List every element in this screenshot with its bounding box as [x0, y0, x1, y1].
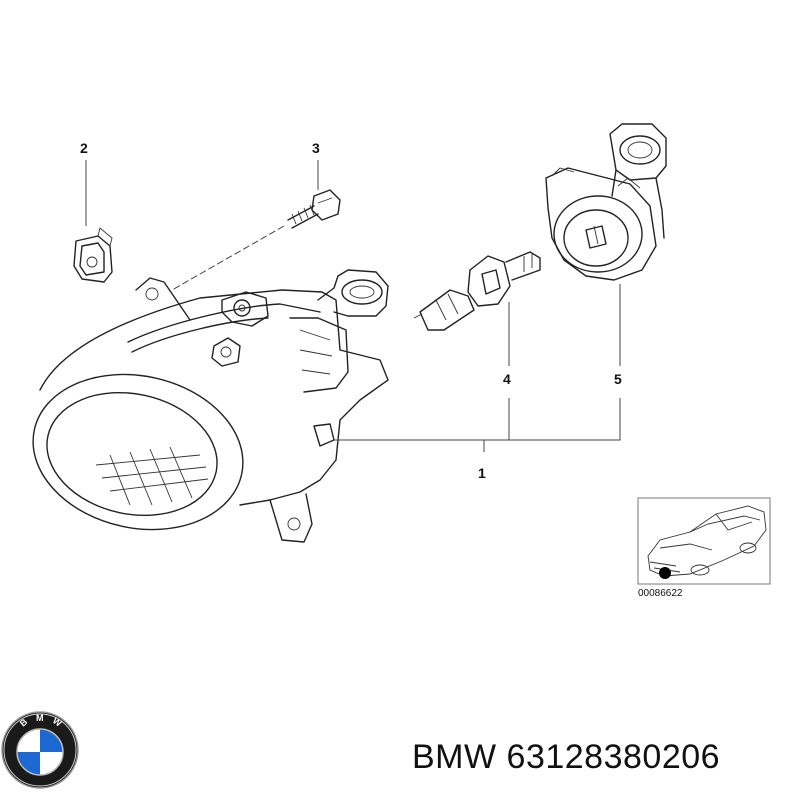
screw-axis-line	[171, 225, 285, 291]
callout-4: 4	[503, 371, 511, 387]
fog-lamp-housing	[32, 269, 389, 543]
bulb-part	[413, 251, 541, 331]
bulb-holder-part	[545, 123, 667, 281]
bmw-logo: B M W	[1, 711, 79, 789]
leader-line-1	[334, 398, 621, 452]
callout-1: 1	[478, 465, 486, 481]
part-number: 63128380206	[506, 738, 721, 776]
screw-part	[287, 189, 341, 229]
diagram-reference-number: 00086622	[638, 588, 683, 599]
vehicle-location-inset	[637, 497, 771, 585]
svg-text:B: B	[18, 716, 30, 728]
location-marker	[659, 567, 671, 579]
callout-2: 2	[80, 140, 88, 156]
callout-3: 3	[312, 140, 320, 156]
brand-name: BMW	[412, 738, 497, 776]
part-caption: BMW 63128380206	[412, 738, 720, 777]
callout-5: 5	[614, 371, 622, 387]
clip-nut-part	[73, 227, 113, 283]
car-outline	[647, 505, 767, 577]
svg-text:M: M	[36, 713, 44, 723]
